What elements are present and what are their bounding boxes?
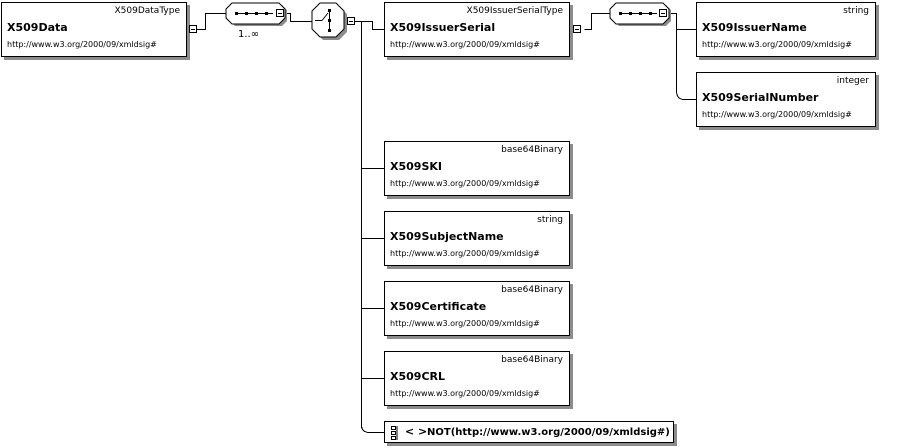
- choice-compositor-icon[interactable]: [311, 2, 347, 42]
- element-name: X509IssuerName: [702, 21, 807, 34]
- any-element-wildcard[interactable]: < > NOT(http://www.w3.org/2000/09/xmldsi…: [384, 421, 674, 443]
- element-type: X509DataType: [114, 6, 180, 16]
- x509issuername-element[interactable]: string X509IssuerName http://www.w3.org/…: [696, 2, 876, 57]
- element-type: base64Binary: [501, 355, 563, 365]
- any-element-icon: [391, 426, 398, 440]
- sequence-compositor-icon[interactable]: [609, 2, 671, 26]
- element-namespace: http://www.w3.org/2000/09/xmldsig#: [390, 179, 540, 188]
- x509serialnumber-element[interactable]: integer X509SerialNumber http://www.w3.o…: [696, 72, 876, 127]
- collapse-toggle-icon[interactable]: [276, 9, 284, 17]
- element-namespace: http://www.w3.org/2000/09/xmldsig#: [7, 40, 157, 49]
- element-type: string: [537, 215, 563, 225]
- x509subjectname-element[interactable]: string X509SubjectName http://www.w3.org…: [384, 211, 570, 266]
- element-namespace: http://www.w3.org/2000/09/xmldsig#: [702, 40, 852, 49]
- element-type: base64Binary: [501, 285, 563, 295]
- collapse-toggle-icon[interactable]: [347, 17, 355, 25]
- x509data-element[interactable]: X509DataType X509Data http://www.w3.org/…: [1, 2, 187, 57]
- x509crl-element[interactable]: base64Binary X509CRL http://www.w3.org/2…: [384, 351, 570, 406]
- collapse-toggle-icon[interactable]: [659, 9, 667, 17]
- x509certificate-element[interactable]: base64Binary X509Certificate http://www.…: [384, 281, 570, 336]
- element-type: X509IssuerSerialType: [466, 6, 563, 16]
- collapse-toggle-icon[interactable]: [573, 25, 581, 33]
- x509issuerserial-element[interactable]: X509IssuerSerialType X509IssuerSerial ht…: [384, 2, 570, 57]
- element-type: string: [843, 6, 869, 16]
- element-name: X509IssuerSerial: [390, 21, 496, 34]
- element-type: base64Binary: [501, 145, 563, 155]
- sequence-compositor-icon[interactable]: [225, 2, 287, 26]
- element-namespace: http://www.w3.org/2000/09/xmldsig#: [390, 40, 540, 49]
- occurrence-label: 1..∞: [238, 29, 260, 40]
- angle-brackets: < >: [405, 425, 428, 438]
- element-namespace: http://www.w3.org/2000/09/xmldsig#: [702, 110, 852, 119]
- element-name: X509Data: [7, 21, 68, 34]
- element-name: X509CRL: [390, 370, 445, 383]
- element-name: X509Certificate: [390, 300, 487, 313]
- element-name: X509SKI: [390, 160, 442, 173]
- element-namespace: http://www.w3.org/2000/09/xmldsig#: [390, 319, 540, 328]
- collapse-toggle-icon[interactable]: [189, 25, 197, 33]
- element-name: X509SubjectName: [390, 230, 504, 243]
- element-namespace: http://www.w3.org/2000/09/xmldsig#: [390, 249, 540, 258]
- any-element-label: NOT(http://www.w3.org/2000/09/xmldsig#): [427, 427, 670, 438]
- element-type: integer: [836, 76, 869, 86]
- x509ski-element[interactable]: base64Binary X509SKI http://www.w3.org/2…: [384, 141, 570, 196]
- element-namespace: http://www.w3.org/2000/09/xmldsig#: [390, 389, 540, 398]
- element-name: X509SerialNumber: [702, 91, 819, 104]
